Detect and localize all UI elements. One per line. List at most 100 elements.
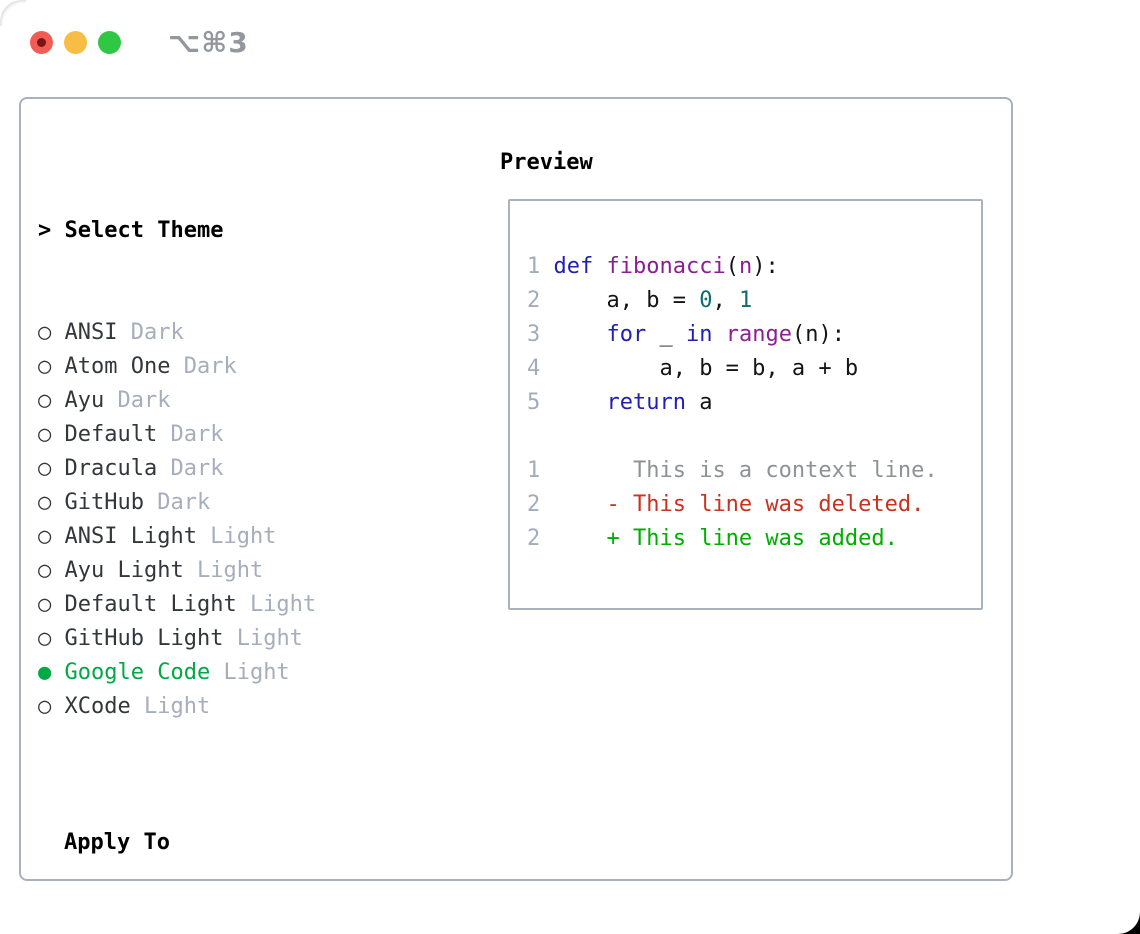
code-segment: n xyxy=(738,254,753,279)
diff-line-deleted: 2 - This line was deleted. xyxy=(527,488,981,522)
theme-variant: Dark xyxy=(183,354,237,379)
radio-icon: ○ xyxy=(38,592,52,617)
theme-selector: > Select Theme ○ ANSI Dark○ Atom One Dar… xyxy=(38,146,458,934)
theme-variant: Light xyxy=(236,626,303,651)
code-segment: a, b = b, a + b xyxy=(553,356,859,381)
theme-variant: Light xyxy=(249,592,317,617)
theme-name: Default xyxy=(64,422,158,447)
theme-variant: Light xyxy=(143,694,211,719)
theme-option-github[interactable]: ○ GitHub Dark xyxy=(38,486,458,520)
theme-variant: Light xyxy=(196,558,264,583)
theme-list: ○ ANSI Dark○ Atom One Dark○ Ayu Dark○ De… xyxy=(38,316,458,724)
code-segment: ( xyxy=(725,254,739,279)
window-title: ⌥⌘3 xyxy=(168,26,249,59)
theme-name: XCode xyxy=(64,694,131,719)
diff-sample: 1 This is a context line. 2 - This line w… xyxy=(527,454,981,556)
apply-to-header: Apply To xyxy=(64,830,170,855)
code-segment: in xyxy=(685,322,713,347)
theme-option-ansi[interactable]: ○ ANSI Dark xyxy=(38,316,458,350)
radio-icon: ○ xyxy=(38,694,52,719)
code-segment: range xyxy=(725,322,792,347)
theme-option-default-light[interactable]: ○ Default Light Light xyxy=(38,588,458,622)
code-line: 3 for _ in range(n): xyxy=(527,318,981,352)
apply-to-list: ● User Settings○ Workspace Settings xyxy=(38,928,458,934)
theme-variant: Dark xyxy=(130,320,184,345)
line-number: 3 xyxy=(527,322,541,347)
diff-line-added: 2 + This line was added. xyxy=(527,522,981,556)
radio-icon: ○ xyxy=(38,558,52,583)
code-segment: def xyxy=(553,254,594,279)
radio-icon: ● xyxy=(38,660,52,685)
code-line: 5 return a xyxy=(527,386,981,420)
titlebar: ⌥⌘3 xyxy=(30,26,249,59)
theme-name: GitHub Light xyxy=(64,626,224,651)
radio-icon: ● xyxy=(38,932,51,934)
theme-variant: Dark xyxy=(117,388,171,413)
window-corner-top-left xyxy=(0,0,26,26)
radio-icon: ○ xyxy=(38,388,52,413)
radio-icon: ○ xyxy=(38,456,52,481)
radio-icon: ○ xyxy=(38,490,52,515)
line-number: 1 xyxy=(527,254,541,279)
theme-name: Ayu xyxy=(64,388,105,413)
close-button[interactable] xyxy=(30,31,53,54)
line-number: 5 xyxy=(527,390,541,415)
code-segment xyxy=(554,322,607,347)
radio-icon: ○ xyxy=(38,320,52,345)
code-line: 1 def fibonacci(n): xyxy=(527,250,981,284)
theme-option-ayu-light[interactable]: ○ Ayu Light Light xyxy=(38,554,458,588)
theme-option-ansi-light[interactable]: ○ ANSI Light Light xyxy=(38,520,458,554)
select-theme-header-label: Select Theme xyxy=(64,218,224,243)
zoom-button[interactable] xyxy=(98,31,121,54)
diff-text: This is a context line. xyxy=(553,458,938,483)
main-panel: > Select Theme ○ ANSI Dark○ Atom One Dar… xyxy=(19,97,1013,934)
theme-variant: Dark xyxy=(157,490,211,515)
code-segment: return xyxy=(606,390,686,415)
theme-name: Atom One xyxy=(64,354,171,379)
code-segment: a, b = xyxy=(553,288,700,313)
theme-option-google-code[interactable]: ● Google Code Light xyxy=(38,656,458,690)
preview-pane: Preview 1 def fibonacci(n):2 a, b = 0, 1… xyxy=(500,146,983,610)
code-segment xyxy=(593,254,606,279)
minimize-button[interactable] xyxy=(64,31,87,54)
theme-name: Ayu Light xyxy=(64,558,184,583)
radio-icon: ○ xyxy=(38,626,52,651)
line-number: 4 xyxy=(527,356,541,381)
line-number: 2 xyxy=(527,526,541,551)
line-number: 1 xyxy=(527,458,541,483)
theme-name: ANSI Light xyxy=(64,524,197,549)
radio-icon: ○ xyxy=(38,354,52,379)
line-number: 2 xyxy=(527,492,541,517)
theme-option-atom-one[interactable]: ○ Atom One Dark xyxy=(38,350,458,384)
apply-option-user-settings[interactable]: ● User Settings xyxy=(38,928,458,934)
theme-name: Default Light xyxy=(64,592,237,617)
code-segment: (n): xyxy=(791,322,845,347)
code-segment: fibonacci xyxy=(606,254,726,279)
apply-option-label: User Settings xyxy=(65,932,237,934)
code-segment: a xyxy=(685,390,713,415)
diff-text: + This line was added. xyxy=(553,526,898,551)
line-number: 2 xyxy=(527,288,541,313)
theme-option-github-light[interactable]: ○ GitHub Light Light xyxy=(38,622,458,656)
theme-option-ayu[interactable]: ○ Ayu Dark xyxy=(38,384,458,418)
code-line: 4 a, b = b, a + b xyxy=(527,352,981,386)
theme-variant: Dark xyxy=(170,456,224,481)
code-segment: 1 xyxy=(738,288,753,313)
code-segment xyxy=(712,322,725,347)
theme-option-default[interactable]: ○ Default Dark xyxy=(38,418,458,452)
theme-option-xcode[interactable]: ○ XCode Light xyxy=(38,690,458,724)
theme-name: Google Code xyxy=(64,660,211,685)
code-segment: ): xyxy=(752,254,779,279)
theme-option-dracula[interactable]: ○ Dracula Dark xyxy=(38,452,458,486)
code-segment: 0 xyxy=(699,288,713,313)
code-segment xyxy=(554,390,607,415)
code-segment: _ xyxy=(646,322,686,347)
code-segment: , xyxy=(712,288,739,313)
code-line: 2 a, b = 0, 1 xyxy=(527,284,981,318)
theme-name: GitHub xyxy=(64,490,144,515)
select-theme-header: > Select Theme xyxy=(38,214,458,248)
window-corner-bottom-right xyxy=(1114,908,1140,934)
